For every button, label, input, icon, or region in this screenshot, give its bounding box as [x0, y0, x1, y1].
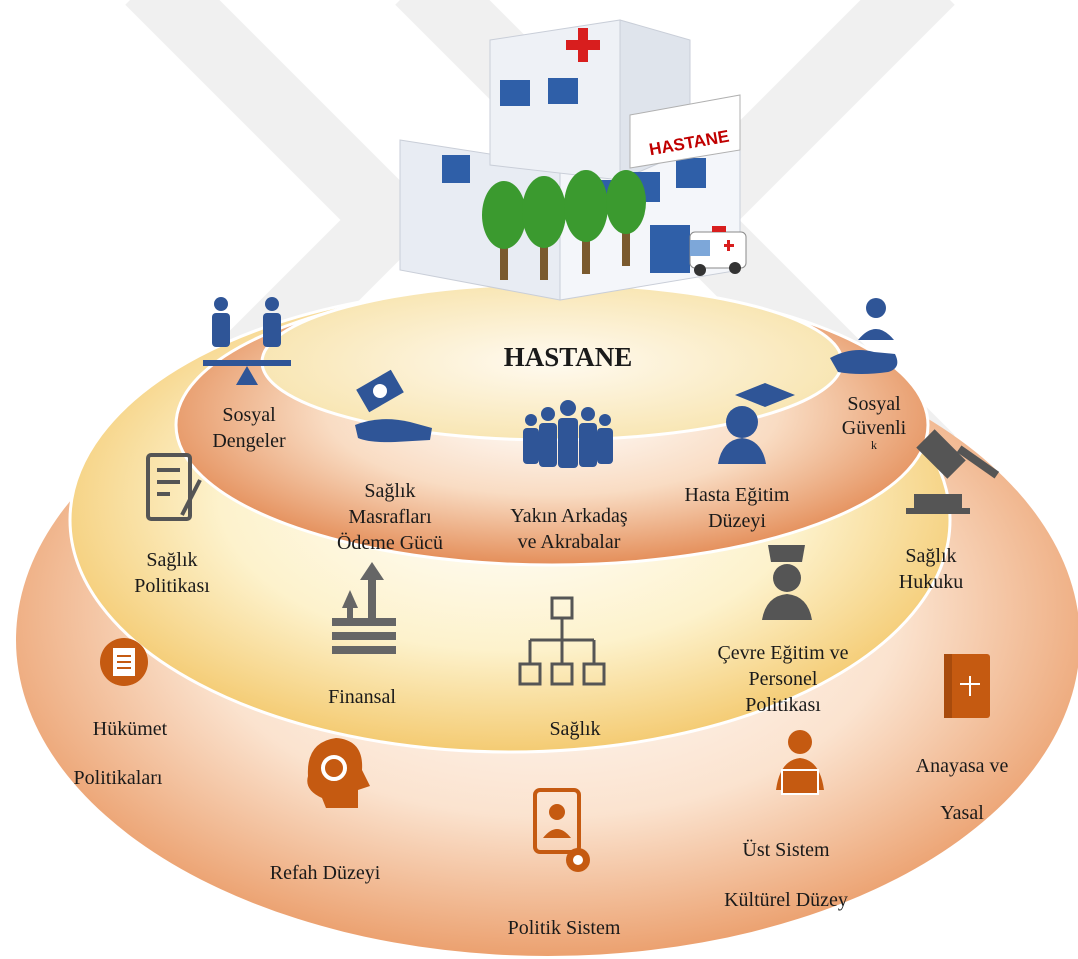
money-growth-icon	[332, 562, 396, 654]
label-politikalari: Politikaları	[73, 767, 163, 789]
label-line: Dengeler	[212, 430, 286, 452]
label-ust-sistem: Üst Sistem	[742, 839, 830, 861]
label-line: Sağlık	[549, 718, 601, 740]
label-line: Ödeme Gücü	[336, 532, 444, 554]
label-line: Çevre Eğitim ve	[717, 642, 849, 664]
label-saglik: Sağlık	[549, 716, 600, 742]
label-anayasa-ve: Anayasa ve	[915, 755, 1009, 777]
label-line: Sosyal	[847, 393, 901, 415]
label-line: Hasta Eğitim	[684, 484, 790, 506]
label-saglik-politikasi: Sağlık Politikası	[134, 547, 210, 599]
label-line: Politikası	[745, 694, 821, 716]
balance-people-icon	[203, 297, 291, 385]
label-sosyal-guvenlik: Sosyal Güvenli k	[841, 392, 907, 452]
label-line: Hukuku	[898, 571, 964, 593]
care-hand-icon	[830, 298, 898, 374]
label-hasta-egitim: Hasta Eğitim Düzeyi	[685, 482, 790, 534]
core-title: HASTANE	[503, 342, 633, 372]
law-book-icon	[944, 654, 990, 718]
label-politik-sistem: Politik Sistem	[507, 917, 621, 939]
label-line: ve Akrabalar	[517, 531, 621, 553]
nurse-icon	[762, 545, 812, 620]
label-line: Sağlık	[905, 545, 957, 567]
label-line: Sağlık	[364, 480, 416, 502]
label-yakin-arkadas: Yakın Arkadaş ve Akrabalar	[510, 503, 627, 555]
label-finansal: Finansal	[328, 684, 396, 710]
gavel-icon	[906, 429, 1000, 514]
graduate-icon	[718, 383, 795, 464]
label-line: Personel	[748, 668, 818, 690]
label-yasal: Yasal	[940, 802, 984, 824]
label-line: Sağlık	[146, 549, 198, 571]
label-kulturel-duzey: Kültürel Düzey	[724, 889, 848, 911]
label-saglik-hukuku: Sağlık Hukuku	[899, 543, 963, 595]
money-hand-icon	[355, 369, 432, 443]
label-line: Güvenli	[841, 417, 907, 439]
label-sosyal-dengeler: Sosyal Dengeler	[212, 402, 285, 454]
profile-gear-icon	[533, 788, 590, 872]
document-sign-icon	[146, 453, 202, 521]
reader-icon	[776, 730, 824, 795]
label-line: Politikası	[134, 575, 210, 597]
org-chart-icon	[518, 596, 606, 686]
label-hukumet: Hükümet	[92, 718, 168, 740]
label-line: Masrafları	[348, 506, 432, 528]
ambulance-icon	[689, 226, 747, 276]
label-line: Yakın Arkadaş	[510, 505, 628, 527]
head-gear-icon	[307, 738, 370, 808]
label-refah-duzeyi: Refah Düzeyi	[269, 862, 381, 884]
label-line: Finansal	[328, 686, 396, 708]
label-cevre-egitim: Çevre Eğitim ve Personel Politikası	[717, 640, 848, 718]
notepad-icon	[100, 638, 148, 686]
label-line: Sosyal	[222, 404, 276, 426]
label-line: Düzeyi	[708, 510, 766, 532]
hospital-building-icon: HASTANE	[399, 19, 741, 301]
label-saglik-masraflari: Sağlık Masrafları Ödeme Gücü	[337, 478, 443, 556]
label-line: k	[871, 438, 877, 452]
tree-icons	[482, 170, 646, 280]
group-people-icon	[523, 400, 613, 468]
